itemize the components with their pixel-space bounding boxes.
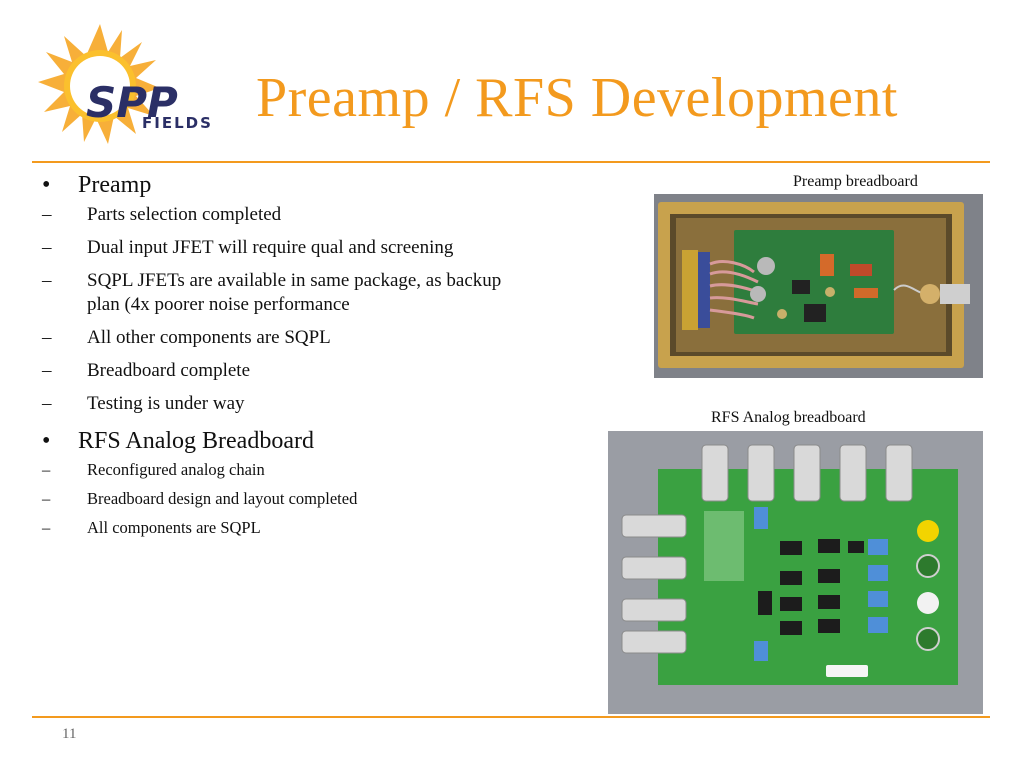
rfs-analog-breadboard-photo: [608, 431, 983, 714]
dash-icon: –: [42, 460, 51, 479]
title-divider: [32, 161, 990, 163]
sub-bullet: –Testing is under way: [42, 393, 245, 414]
sub-bullet: –Breadboard complete: [42, 360, 251, 381]
bullet-list: • Preamp –Parts selection completed –Dua…: [42, 165, 602, 546]
sub-bullet: –Parts selection completed: [42, 204, 282, 225]
rfs-board-image: [608, 431, 983, 714]
spp-fields-logo: SPP FIELDS: [22, 14, 232, 154]
footer-divider: [32, 716, 990, 718]
dash-icon: –: [42, 489, 51, 508]
rfs-caption: RFS Analog breadboard: [711, 409, 866, 426]
bullet-label: Preamp: [78, 172, 152, 198]
bullet-label: RFS Analog Breadboard: [78, 428, 314, 454]
bullet-preamp: • Preamp –Parts selection completed –Dua…: [42, 169, 602, 416]
bullet-dot-icon: •: [42, 428, 51, 454]
dash-icon: –: [42, 327, 52, 348]
sub-bullet-list: –Parts selection completed –Dual input J…: [42, 203, 602, 416]
sub-bullet-list: –Reconfigured analog chain –Breadboard d…: [42, 459, 602, 539]
slide-title: Preamp / RFS Development: [256, 67, 898, 129]
page-number: 11: [62, 726, 77, 742]
sub-bullet: –Reconfigured analog chain: [42, 460, 265, 479]
sub-bullet: –Dual input JFET will require qual and s…: [42, 237, 454, 258]
dash-icon: –: [42, 360, 52, 381]
preamp-board-image: [654, 194, 983, 378]
sun-burst-logo-icon: SPP FIELDS: [38, 24, 213, 144]
bullet-rfs-analog-breadboard: • RFS Analog Breadboard –Reconfigured an…: [42, 425, 602, 539]
logo-text-spp: SPP: [86, 78, 178, 127]
bullet-dot-icon: •: [42, 172, 51, 198]
dash-icon: –: [42, 518, 51, 537]
sub-bullet: –All other components are SQPL: [42, 327, 331, 348]
dash-icon: –: [42, 237, 52, 258]
dash-icon: –: [42, 393, 52, 414]
preamp-caption: Preamp breadboard: [793, 173, 918, 190]
logo-text-fields: FIELDS: [142, 114, 213, 132]
preamp-breadboard-photo: [654, 194, 983, 378]
sub-bullet: –All components are SQPL: [42, 518, 261, 537]
sub-bullet: –SQPL JFETs are available in same packag…: [42, 270, 502, 315]
dash-icon: –: [42, 270, 52, 291]
dash-icon: –: [42, 204, 52, 225]
sub-bullet: –Breadboard design and layout completed: [42, 489, 358, 508]
